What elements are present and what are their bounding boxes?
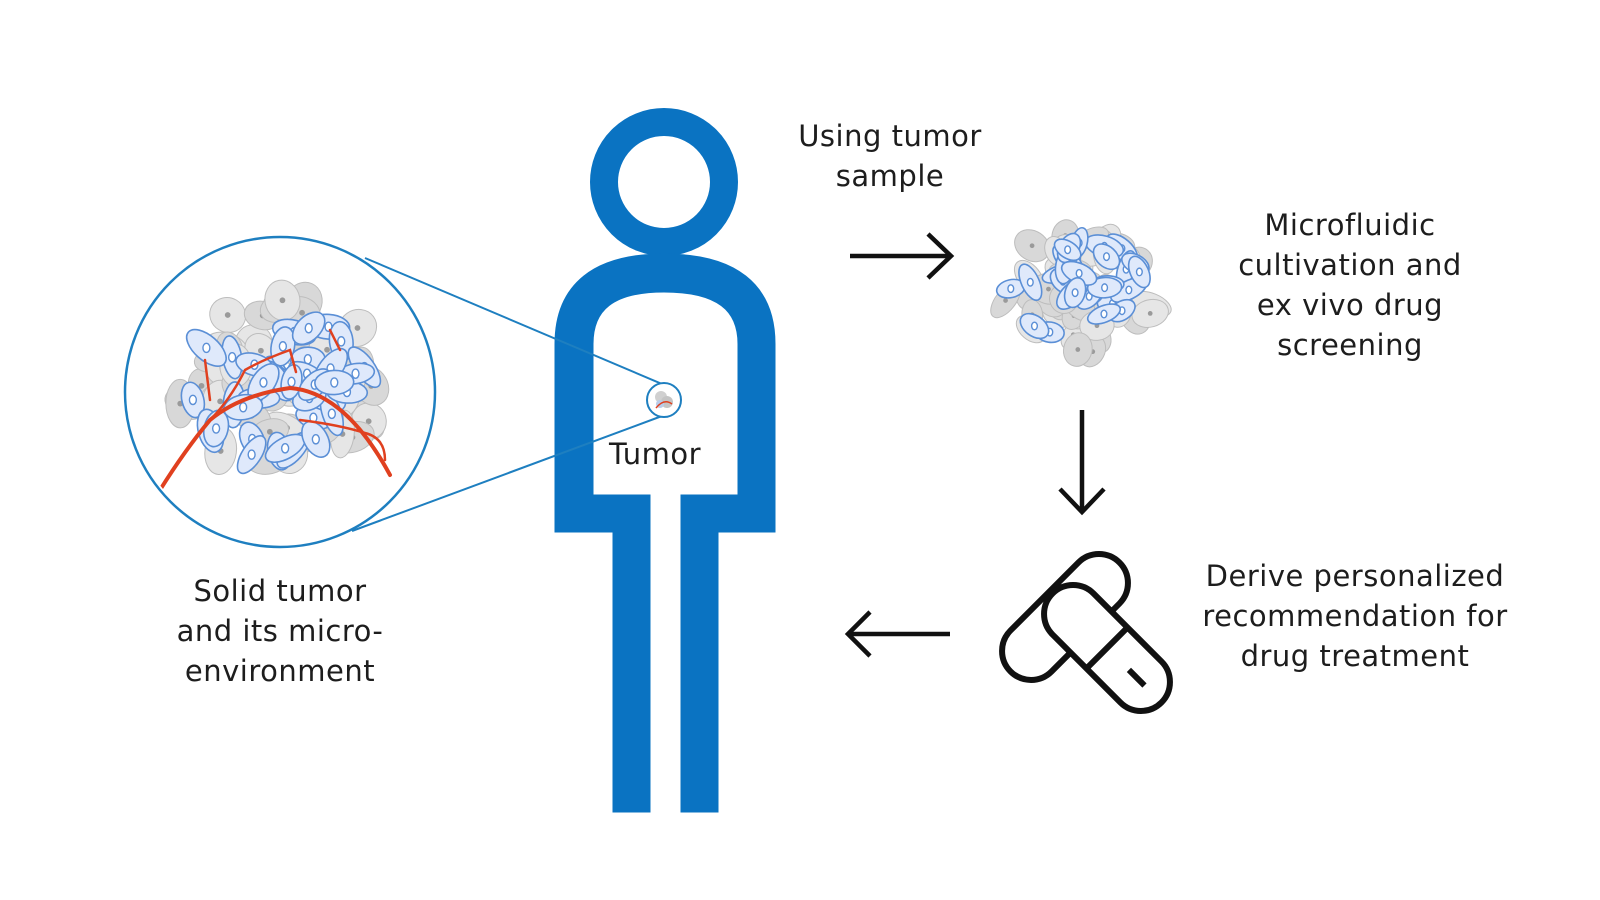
gray-cell-nucleus	[299, 309, 305, 316]
arrow-left-icon	[844, 610, 950, 658]
blue-cell-nucleus	[1064, 245, 1072, 255]
sample-label: Using tumor sample	[770, 116, 1010, 196]
gray-cell-nucleus	[224, 312, 231, 318]
blue-cell-nucleus	[337, 336, 346, 347]
solid-tumor-label-line-2: and its micro-	[176, 614, 384, 648]
arrow-right-icon	[850, 232, 955, 280]
gray-cell-nucleus	[1003, 298, 1008, 303]
solid-tumor-label-line-1: Solid tumor	[193, 574, 367, 608]
gray-cell-nucleus	[365, 418, 372, 425]
cultivation-label-line-3: ex vivo drug	[1256, 288, 1444, 322]
blue-cell-nucleus	[202, 342, 211, 354]
cultivation-label: Microfluidic cultivation and ex vivo dru…	[1210, 205, 1490, 365]
sample-label-line-2: sample	[835, 159, 945, 193]
blue-cell-nucleus	[351, 368, 360, 379]
blood-vessel	[158, 385, 392, 492]
recommendation-label-line-2: recommendation for	[1202, 599, 1508, 633]
blue-cell-nucleus	[304, 322, 313, 334]
sample-label-line-1: Using tumor	[798, 119, 982, 153]
blue-cell-nucleus	[1007, 284, 1015, 294]
recommendation-label-line-3: drug treatment	[1240, 639, 1470, 673]
gray-cell-nucleus	[324, 346, 330, 353]
cultivation-label-line-1: Microfluidic	[1264, 208, 1436, 242]
blood-vessel	[203, 358, 212, 402]
blue-cell-nucleus	[1101, 283, 1109, 293]
blue-cell-nucleus	[327, 408, 336, 420]
blue-cell-nucleus	[1100, 309, 1108, 319]
blue-cell-nucleus	[1026, 277, 1034, 287]
blue-cell-nucleus	[1071, 288, 1079, 298]
blue-cell-nucleus	[278, 341, 288, 352]
gray-cell-nucleus	[1029, 243, 1035, 249]
solid-tumor-label: Solid tumor and its micro- environment	[130, 571, 430, 691]
gray-cell-nucleus	[1046, 286, 1051, 292]
capsule-pills-icon	[999, 551, 1173, 714]
gray-cell-nucleus	[217, 398, 223, 405]
solid-tumor-label-line-3: environment	[184, 654, 376, 688]
cultivation-label-line-4: screening	[1277, 328, 1423, 362]
blue-cell-nucleus	[1102, 252, 1111, 262]
blue-cell-nucleus	[1135, 267, 1143, 277]
gray-cell-nucleus	[258, 347, 264, 354]
person-outline-icon	[554, 108, 776, 813]
blue-cell-nucleus	[259, 377, 268, 388]
tumor-label: Tumor	[608, 437, 702, 471]
blue-cell-nucleus	[311, 433, 320, 445]
cultivation-label-line-2: cultivation and	[1238, 248, 1462, 282]
blue-cell-nucleus	[211, 423, 221, 434]
gray-cell-nucleus	[1147, 311, 1153, 316]
gray-cell-nucleus	[279, 297, 286, 304]
gray-cell-nucleus	[1075, 347, 1081, 352]
blue-cell-nucleus	[247, 449, 256, 460]
blue-cell-nucleus	[239, 401, 248, 413]
magnified-cell-cluster	[158, 279, 392, 492]
recommendation-label-line-1: Derive personalized	[1205, 559, 1505, 593]
blood-vessel	[298, 418, 387, 462]
gray-cell-nucleus	[198, 382, 205, 389]
blue-cell-nucleus	[227, 352, 237, 363]
gray-cell-nucleus	[354, 325, 361, 331]
arrow-down-icon	[1058, 410, 1106, 516]
blue-cell-nucleus	[1075, 268, 1083, 278]
gray-cell-nucleus	[266, 428, 273, 435]
blue-cell-nucleus	[287, 376, 296, 388]
recommendation-label: Derive personalized recommendation for d…	[1170, 556, 1540, 676]
blood-vessel	[208, 348, 298, 422]
blue-cell-nucleus	[1125, 285, 1133, 295]
cell-cluster-icon	[990, 219, 1172, 368]
blue-cell-nucleus	[188, 394, 198, 406]
blue-cell-nucleus	[1030, 321, 1039, 331]
blood-vessel	[328, 328, 342, 352]
blue-cell-nucleus	[280, 443, 290, 454]
blue-cell-nucleus	[330, 377, 339, 388]
